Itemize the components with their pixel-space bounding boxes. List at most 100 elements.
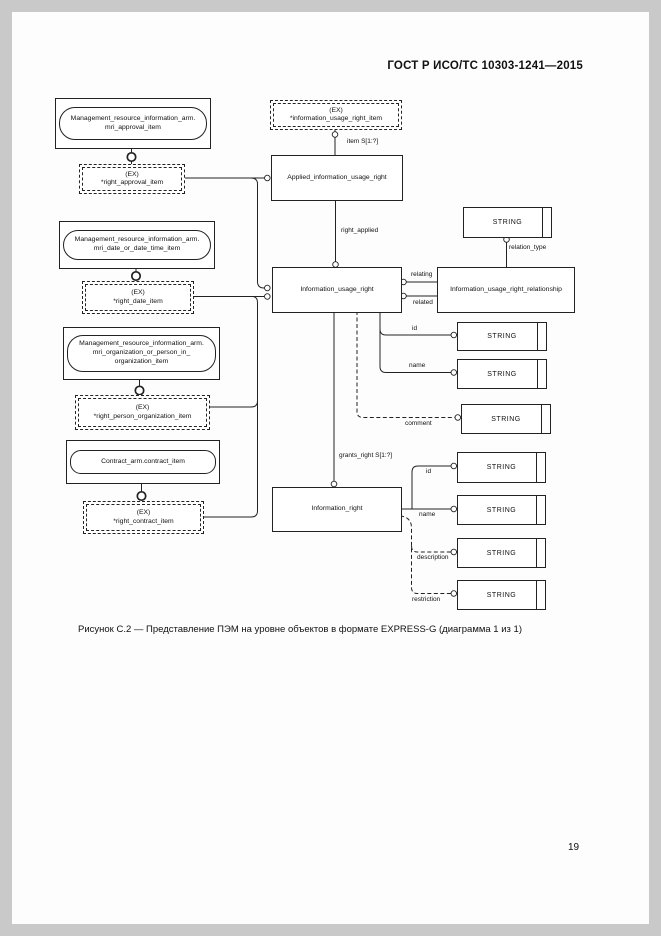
connector-line [208,400,258,408]
label-relation-type: relation_type [509,244,547,251]
connector-line-dashed [356,311,455,418]
arm-org-line2: mri_organization_or_person_in_ [92,349,191,357]
arm-stadium: Management_resource_information_arm. mri… [59,107,207,140]
label-comment: comment [405,420,432,427]
arm-org-line3: organization_item [114,357,169,365]
attr-circle [264,284,271,292]
string-type-description: STRING [457,538,546,568]
label-restriction: restriction [412,596,441,603]
connector-line [202,510,258,518]
arm-contract-line1: Contract_arm.contract_item [101,457,185,465]
ex-right-person-organization-item-label: *right_person_organization_item [93,412,192,420]
label-item-set: item S[1:?] [347,138,379,145]
attr-circle [331,131,339,138]
ex-box-inner: (EX) *right_contract_item [86,504,201,531]
page-ref-circle [136,490,147,502]
string-label: STRING [486,549,517,557]
ex-right-date-item-label: *right_date_item [113,297,163,305]
entity-information-usage-right: Information_usage_right [272,267,402,313]
connector-line-dashed [399,515,412,588]
attr-circle [450,462,458,470]
arm-stadium: Management_resource_information_arm. mri… [67,335,216,372]
label-name-usage: name [409,362,426,369]
entity-label: Information_right [311,505,363,513]
string-type-comment: STRING [461,404,551,434]
label-description: description [417,554,449,561]
arm-box-date: Management_resource_information_arm. mri… [59,221,215,269]
connector-line-dashed [411,545,451,553]
ex-box-right-contract-item: (EX) *right_contract_item [83,501,204,534]
connector-line [251,296,258,511]
ex-right-approval-item-label: *right_approval_item [100,179,164,186]
ex-box-inner: (EX) *right_approval_item [82,167,182,191]
arm-box-contract: Contract_arm.contract_item [66,440,220,484]
string-type-id-right: STRING [457,452,546,483]
arm-date-line2: mri_date_or_date_time_item [93,245,181,252]
attr-circle [450,331,458,339]
arm-box-organization: Management_resource_information_arm. mri… [63,327,220,380]
arm-stadium: Management_resource_information_arm. mri… [63,230,211,260]
attr-circle [264,174,271,182]
string-label: STRING [487,333,517,340]
connector-line [411,465,451,509]
ex-right-contract-item-label: *right_contract_item [113,517,174,525]
ex-prefix: (EX) [136,509,151,517]
string-type-restriction: STRING [457,580,546,610]
entity-label: Information_usage_right_relationship [450,285,562,293]
label-grants-right: grants_right S[1:?] [339,452,393,459]
page-ref-circle [126,151,137,163]
label-right-applied: right_applied [341,227,379,234]
arm-approval-line2: mri_approval_item [105,123,161,131]
dashed-connectors [356,311,455,594]
ex-information-usage-right-item-label: *information_usage_right_item [289,115,383,122]
entity-information-right: Information_right [272,487,402,532]
ex-box-information-usage-right-item: (EX) *information_usage_right_item [270,100,402,130]
page-number: 19 [568,842,580,853]
connector-nodes [126,131,510,597]
entity-label: Applied_information_usage_right [287,173,387,181]
string-type-name-usage: STRING [457,359,547,389]
entity-information-usage-right-relationship: Information_usage_right_relationship [437,267,575,313]
label-id-usage: id [412,325,418,332]
attr-circle [454,414,462,421]
string-label: STRING [486,591,517,599]
ex-prefix: (EX) [131,289,145,297]
string-type-name-right: STRING [457,495,546,525]
string-type-relation-type: STRING [463,207,552,238]
arm-stadium: Contract_arm.contract_item [70,450,216,474]
string-label: STRING [492,219,523,226]
label-name-right: name [419,511,436,518]
connector-line [250,177,265,289]
string-label: STRING [486,464,517,471]
string-label: STRING [486,506,517,514]
attr-circle [450,548,458,556]
ex-box-inner: (EX) *right_date_item [85,284,191,311]
string-label: STRING [487,370,517,378]
arm-org-line1: Management_resource_information_arm. [79,340,204,348]
arm-box-approval: Management_resource_information_arm. mri… [55,98,211,149]
label-related: related [413,299,433,306]
connector-line-dashed [411,587,451,594]
figure-caption: Рисунок С.2 — Представление ПЭМ на уровн… [78,624,522,635]
attr-circle [450,590,458,597]
solid-connectors [131,128,507,518]
arm-approval-line1: Management_resource_information_arm. [70,114,196,122]
label-id-right: id [426,468,432,475]
page-title: ГОСТ Р ИСО/ТС 10303-1241—2015 [387,60,583,72]
attr-circle [450,505,458,513]
ex-box-right-date-item: (EX) *right_date_item [82,281,194,314]
page-ref-circle [134,385,145,396]
entity-applied-information-usage-right: Applied_information_usage_right [271,155,403,201]
ex-box-inner: (EX) *right_person_organization_item [78,398,207,427]
ex-prefix: (EX) [329,106,343,114]
ex-prefix: (EX) [135,404,150,412]
label-relating: relating [411,271,433,278]
string-label: STRING [491,415,521,423]
attr-circle [450,369,458,376]
ex-box-right-person-organization-item: (EX) *right_person_organization_item [75,395,210,430]
entity-label: Information_usage_right [300,285,374,293]
connector-line [379,328,451,336]
attr-circle [264,293,271,300]
arm-date-line1: Management_resource_information_arm. [74,236,200,244]
